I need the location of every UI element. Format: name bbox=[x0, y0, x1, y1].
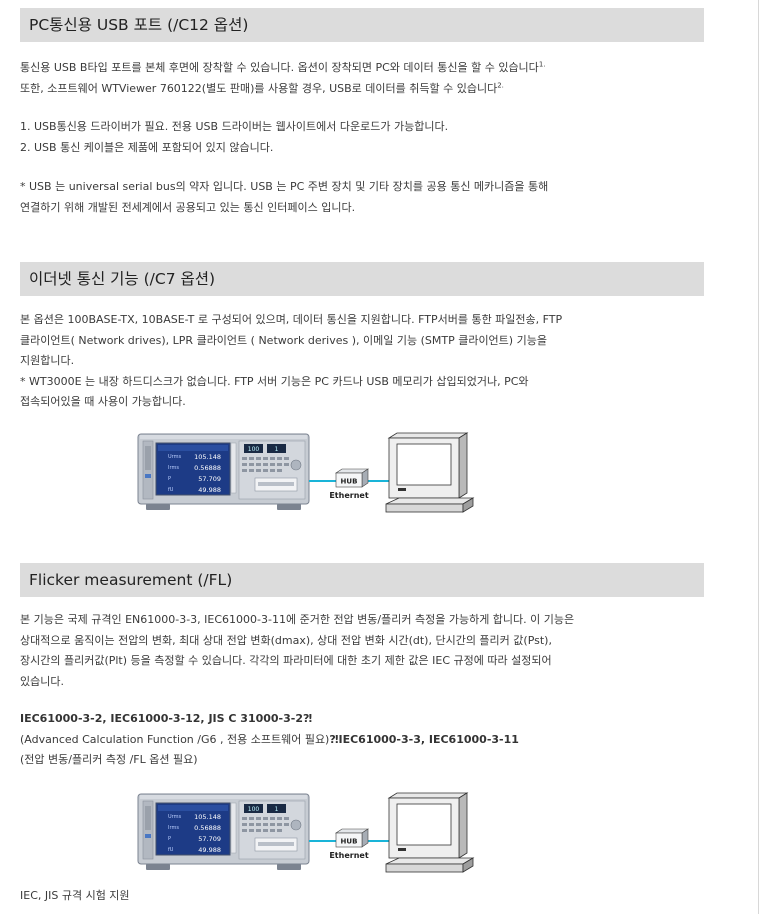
power-analyzer-instrument: Urms Irms P fU 105.148 0.56888 57.709 49… bbox=[137, 793, 310, 870]
ethernet-diagram-svg: Urms Irms P fU 105.148 0.56888 57.709 49… bbox=[137, 432, 475, 513]
screen-label-4: fU bbox=[168, 847, 174, 853]
screen-label-4: fU bbox=[168, 487, 174, 493]
ethernet-description-line-3: 지원합니다. bbox=[20, 354, 75, 367]
flicker-description-line-1: 본 기능은 국제 규격인 EN61000-3-3, IEC61000-3-11에… bbox=[20, 613, 575, 626]
screen-value-4: 49.988 bbox=[198, 486, 221, 494]
usb-description: 통신용 USB B타입 포트를 본체 후면에 장착할 수 있습니다. 옵션이 장… bbox=[20, 58, 710, 99]
usb-footnote-line-1: * USB 는 universal serial bus의 약자 입니다. US… bbox=[20, 180, 549, 193]
standards-line-1: IEC61000-3-2, IEC61000-3-12, JIS C 31000… bbox=[20, 712, 313, 725]
usb-notes: 1. USB통신용 드라이버가 필요. 전용 USB 드라이버는 웹사이트에서 … bbox=[20, 117, 710, 158]
screen-value-3: 57.709 bbox=[198, 835, 221, 843]
panel-display-2: 1 bbox=[275, 806, 279, 813]
hub-label: HUB bbox=[341, 478, 358, 486]
screen-value-3: 57.709 bbox=[198, 475, 221, 483]
ethernet-description-line-2: 클라이언트( Network drives), LPR 클라이언트 ( Netw… bbox=[20, 333, 547, 347]
right-border-line bbox=[758, 0, 759, 914]
network-hub: HUB bbox=[335, 468, 369, 488]
ethernet-description-line-1: 본 옵션은 100BASE-TX, 10BASE-T 로 구성되어 있으며, 데… bbox=[20, 313, 563, 326]
flicker-description: 본 기능은 국제 규격인 EN61000-3-3, IEC61000-3-11에… bbox=[20, 610, 710, 692]
personal-computer bbox=[385, 792, 475, 873]
screen-label-1: Urms bbox=[168, 814, 181, 820]
flicker-diagram-svg: Urms Irms P fU 105.148 0.56888 57.709 49… bbox=[137, 792, 475, 873]
usb-footnote: * USB 는 universal serial bus의 약자 입니다. US… bbox=[20, 177, 710, 218]
ethernet-description: 본 옵션은 100BASE-TX, 10BASE-T 로 구성되어 있으며, 데… bbox=[20, 310, 710, 413]
flicker-description-line-4: 있습니다. bbox=[20, 674, 64, 688]
section-header-usb: PC통신용 USB 포트 (/C12 옵션) bbox=[20, 8, 704, 42]
flicker-description-line-2: 상대적으로 움직이는 전압의 변화, 최대 상대 전압 변화(dmax), 상대… bbox=[20, 633, 552, 647]
power-analyzer-instrument: Urms Irms P fU 105.148 0.56888 57.709 49… bbox=[137, 433, 310, 510]
section-header-ethernet: 이더넷 통신 기능 (/C7 옵션) bbox=[20, 262, 704, 296]
panel-display-1: 100 bbox=[248, 806, 260, 813]
screen-value-1: 105.148 bbox=[194, 813, 221, 821]
screen-value-2: 0.56888 bbox=[194, 464, 221, 472]
flicker-caption: IEC, JIS 규격 시험 지원 bbox=[20, 889, 130, 902]
flicker-connection-diagram: Urms Irms P fU 105.148 0.56888 57.709 49… bbox=[137, 792, 477, 876]
usb-note-1: 1. USB통신용 드라이버가 필요. 전용 USB 드라이버는 웹사이트에서 … bbox=[20, 120, 449, 133]
hub-label: HUB bbox=[341, 838, 358, 846]
screen-label-2: Irms bbox=[168, 465, 179, 471]
screen-label-2: Irms bbox=[168, 825, 179, 831]
section-header-flicker: Flicker measurement (/FL) bbox=[20, 563, 704, 597]
standards-line-2: (Advanced Calculation Function /G6 , 전용 … bbox=[20, 732, 519, 746]
panel-display-2: 1 bbox=[275, 446, 279, 453]
network-hub: HUB bbox=[335, 828, 369, 848]
ethernet-description-line-4: * WT3000E 는 내장 하드디스크가 없습니다. FTP 서버 기능은 P… bbox=[20, 374, 529, 388]
screen-value-1: 105.148 bbox=[194, 453, 221, 461]
flicker-standards: IEC61000-3-2, IEC61000-3-12, JIS C 31000… bbox=[20, 709, 710, 771]
ethernet-connection-diagram: Urms Irms P fU 105.148 0.56888 57.709 49… bbox=[137, 432, 477, 516]
flicker-description-line-3: 장시간의 플리커값(Plt) 등을 측정할 수 있습니다. 각각의 파라미터에 … bbox=[20, 654, 552, 667]
ethernet-label: Ethernet bbox=[329, 491, 368, 500]
screen-label-3: P bbox=[168, 836, 171, 842]
screen-value-4: 49.988 bbox=[198, 846, 221, 854]
personal-computer bbox=[385, 432, 475, 513]
panel-display-1: 100 bbox=[248, 446, 260, 453]
screen-label-3: P bbox=[168, 476, 171, 482]
usb-description-line-2: 또한, 소프트웨어 WTViewer 760122(별도 판매)를 사용할 경우… bbox=[20, 80, 504, 95]
ethernet-label: Ethernet bbox=[329, 851, 368, 860]
usb-note-2: 2. USB 통신 케이블은 제품에 포함되어 있지 않습니다. bbox=[20, 140, 274, 154]
standards-line-3: (전압 변동/플리커 측정 /FL 옵션 필요) bbox=[20, 753, 198, 766]
screen-value-2: 0.56888 bbox=[194, 824, 221, 832]
usb-description-line-1: 통신용 USB B타입 포트를 본체 후면에 장착할 수 있습니다. 옵션이 장… bbox=[20, 60, 546, 74]
screen-label-1: Urms bbox=[168, 454, 181, 460]
usb-footnote-line-2: 연결하기 위해 개발된 전세계에서 공용되고 있는 통신 인터페이스 입니다. bbox=[20, 200, 356, 214]
ethernet-description-line-5: 접속되어있을 때 사용이 가능합니다. bbox=[20, 395, 186, 408]
